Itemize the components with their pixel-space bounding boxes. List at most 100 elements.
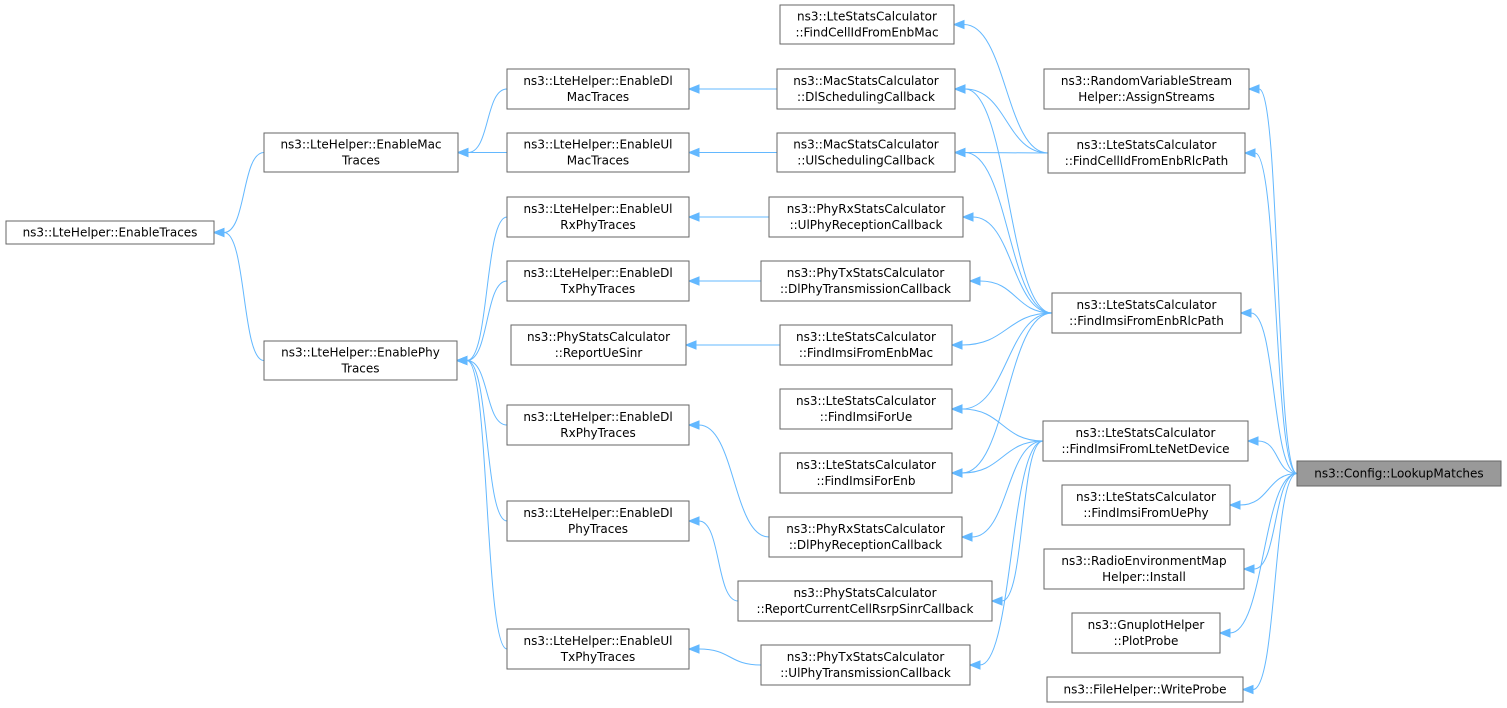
- node-label-line: ns3::LteHelper::EnableDl: [523, 74, 672, 88]
- node-label-line: ns3::LteHelper::EnableMac: [280, 138, 441, 152]
- node-box: [776, 132, 956, 173]
- node-label-line: ns3::LteHelper::EnableUl: [524, 202, 673, 216]
- edge-arrowhead: [687, 276, 700, 286]
- node-find-imsi-netdev[interactable]: ns3::LteStatsCalculator::FindImsiFromLte…: [1042, 420, 1249, 462]
- node-box: [1047, 132, 1246, 174]
- node-find-imsi-rlc[interactable]: ns3::LteStatsCalculator::FindImsiFromEnb…: [1051, 292, 1242, 334]
- node-label-line: ::UlPhyReceptionCallback: [790, 218, 943, 232]
- node-gnuplot-probe[interactable]: ns3::GnuplotHelper::PlotProbe: [1071, 612, 1221, 654]
- node-find-imsi-uephy[interactable]: ns3::LteStatsCalculator::FindImsiFromUeP…: [1061, 484, 1231, 526]
- node-label-line: ::FindCellIdFromEnbMac: [795, 26, 938, 40]
- edge-arrowhead: [455, 355, 468, 366]
- node-label-line: ::FindImsiForUe: [820, 410, 912, 424]
- edge-line: [698, 424, 770, 538]
- edge-line: [964, 88, 1053, 314]
- node-report-ue-sinr[interactable]: ns3::PhyStatsCalculator::ReportUeSinr: [510, 324, 687, 366]
- node-label-line: ns3::LteStatsCalculator: [1076, 490, 1216, 504]
- edge-n_find_imsi_rlc-n_lookup_matches: [1239, 308, 1298, 474]
- node-box: [776, 68, 956, 110]
- node-report-rsrp[interactable]: ns3::PhyStatsCalculator::ReportCurrentCe…: [737, 580, 993, 622]
- node-dl-phy-rx[interactable]: ns3::PhyRxStatsCalculator::DlPhyReceptio…: [768, 516, 963, 558]
- edge-arrowhead: [1228, 500, 1241, 510]
- edge-n_enable_dl_phy-n_report_rsrp: [687, 516, 739, 602]
- edge-n_find_imsi_mac-n_find_imsi_rlc: [950, 312, 1053, 350]
- node-label-line: ns3::PhyStatsCalculator: [527, 330, 670, 344]
- node-box: [506, 68, 690, 110]
- node-dl-phy-tx[interactable]: ns3::PhyTxStatsCalculator::DlPhyTransmis…: [760, 260, 971, 302]
- edge-n_enable_mac-n_enable_ul_mac: [456, 147, 507, 158]
- node-box: [760, 260, 971, 302]
- node-ul-phy-tx[interactable]: ns3::PhyTxStatsCalculator::UlPhyTransmis…: [760, 644, 971, 686]
- node-label-line: ns3::LteStatsCalculator: [1076, 426, 1216, 440]
- node-dl-sched[interactable]: ns3::MacStatsCalculator::DlSchedulingCal…: [776, 68, 956, 110]
- edge-line: [963, 24, 1049, 154]
- edge-n_find_imsi_uephy-n_lookup_matches: [1228, 473, 1298, 510]
- edge-arrowhead: [950, 404, 963, 414]
- node-enable-traces[interactable]: ns3::LteHelper::EnableTraces: [5, 220, 215, 245]
- edge-line: [979, 440, 1044, 666]
- edge-line: [466, 280, 508, 361]
- node-label-line: RxPhyTraces: [560, 218, 635, 232]
- node-label-line: ns3::LteHelper::EnablePhy: [281, 346, 440, 360]
- edge-line: [466, 360, 508, 522]
- edge-n_find_cellid_rlc-n_lookup_matches: [1243, 148, 1298, 474]
- node-find-imsi-enb[interactable]: ns3::LteStatsCalculator::FindImsiForEnb: [779, 452, 953, 494]
- node-box: [768, 516, 963, 558]
- node-label-line: ns3::RandomVariableStream: [1061, 74, 1232, 88]
- node-label-line: ns3::LteHelper::EnableDl: [523, 506, 672, 520]
- edge-line: [467, 88, 508, 153]
- node-label-line: ::DlPhyReceptionCallback: [789, 538, 942, 552]
- edge-n_dl_sched-n_find_cellid_rlc: [953, 84, 1049, 154]
- edge-arrowhead: [950, 468, 963, 478]
- edge-n_find_cellid_mac-n_find_cellid_rlc: [952, 19, 1049, 154]
- node-find-imsi-mac[interactable]: ns3::LteStatsCalculator::FindImsiFromEnb…: [779, 324, 953, 366]
- node-label-line: ::DlPhyTransmissionCallback: [780, 282, 951, 296]
- node-box: [510, 324, 687, 366]
- node-box: [1051, 292, 1242, 334]
- node-label-line: ns3::LteHelper::EnableTraces: [23, 226, 198, 240]
- node-find-cellid-mac[interactable]: ns3::LteStatsCalculator::FindCellIdFromE…: [779, 4, 955, 45]
- edge-arrowhead: [1218, 628, 1231, 638]
- node-ul-sched[interactable]: ns3::MacStatsCalculator::UlSchedulingCal…: [776, 132, 956, 173]
- node-label-line: ::FindImsiFromEnbRlcPath: [1069, 314, 1224, 328]
- node-find-imsi-ue[interactable]: ns3::LteStatsCalculator::FindImsiForUe: [779, 388, 953, 430]
- node-label-line: ::FindImsiForEnb: [816, 474, 915, 488]
- node-label-line: ns3::LteHelper::EnableUl: [524, 138, 673, 152]
- node-find-cellid-rlc[interactable]: ns3::LteStatsCalculator::FindCellIdFromE…: [1047, 132, 1246, 174]
- node-label-line: Traces: [340, 362, 379, 376]
- edge-arrowhead: [1242, 564, 1255, 574]
- edge-n_report_ue_sinr-n_find_imsi_mac: [684, 340, 781, 350]
- edge-line: [223, 152, 265, 233]
- edge-n_assign_streams-n_lookup_matches: [1247, 84, 1298, 474]
- edge-arrowhead: [950, 340, 963, 350]
- node-label-line: ns3::LteStatsCalculator: [1077, 138, 1217, 152]
- node-ul-phy-rx[interactable]: ns3::PhyRxStatsCalculator::UlPhyReceptio…: [768, 196, 964, 238]
- node-box: [5, 220, 215, 245]
- node-assign-streams[interactable]: ns3::RandomVariableStreamHelper::AssignS…: [1043, 68, 1250, 110]
- edge-arrowhead: [953, 84, 966, 94]
- node-file-probe[interactable]: ns3::FileHelper::WriteProbe: [1046, 676, 1244, 703]
- node-box: [779, 388, 953, 430]
- node-lookup-matches[interactable]: ns3::Config::LookupMatches: [1296, 460, 1502, 487]
- edge-arrowhead: [968, 276, 981, 286]
- nodes-layer: ns3::LteStatsCalculator::FindCellIdFromE…: [5, 4, 1502, 703]
- node-label-line: ns3::LteStatsCalculator: [796, 458, 936, 472]
- node-box: [779, 4, 955, 45]
- node-label-line: ::UlSchedulingCallback: [797, 154, 934, 168]
- edge-n_enable_ul_rxphy-n_ul_phy_rx: [687, 212, 769, 222]
- edge-arrowhead: [687, 212, 700, 222]
- node-box: [1061, 484, 1231, 526]
- edge-line: [961, 312, 1053, 346]
- edge-n_ul_phy_tx-n_find_imsi_netdev: [968, 440, 1044, 670]
- node-label-line: ns3::RadioEnvironmentMap: [1061, 554, 1226, 568]
